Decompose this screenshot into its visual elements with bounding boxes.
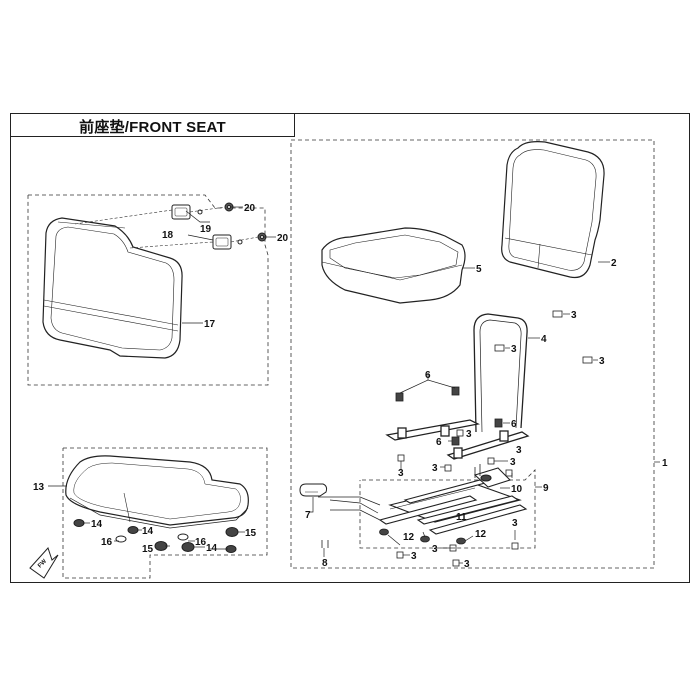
part-label-16a: 16 xyxy=(101,537,113,548)
part-label-16b: 16 xyxy=(195,537,207,548)
part-label-14b: 14 xyxy=(142,526,154,537)
part-label-3a: 3 xyxy=(571,310,577,321)
part-label-3h: 3 xyxy=(516,445,522,456)
part-label-3b: 3 xyxy=(511,344,517,355)
forward-mark: FW xyxy=(37,558,48,569)
seat-frame xyxy=(385,313,530,460)
part-label-9: 9 xyxy=(543,483,549,494)
slider-lever xyxy=(299,483,328,497)
title-box: 前座垫/FRONT SEAT xyxy=(10,113,295,137)
part-label-14a: 14 xyxy=(91,519,103,530)
part-label-6a: 6 xyxy=(425,370,431,381)
part-label-18: 18 xyxy=(162,230,174,241)
part-label-3g: 3 xyxy=(510,457,516,468)
part-label-12b: 12 xyxy=(475,529,487,540)
part-label-20b: 20 xyxy=(277,233,289,244)
backrest-assembly xyxy=(42,217,183,359)
part-label-4: 4 xyxy=(541,334,547,345)
part-label-20a: 20 xyxy=(244,203,256,214)
part-label-15a: 15 xyxy=(245,528,257,539)
leader-lines xyxy=(48,206,660,564)
seat-base xyxy=(321,227,466,304)
part-label-3j: 3 xyxy=(432,544,438,555)
part-label-15b: 15 xyxy=(142,544,154,555)
part-label-3d: 3 xyxy=(466,429,472,440)
part-label-3c: 3 xyxy=(599,356,605,367)
part-label-12a: 12 xyxy=(403,532,415,543)
part-label-14c: 14 xyxy=(206,543,218,554)
part-label-2: 2 xyxy=(611,258,617,269)
assembly-group-box xyxy=(290,139,655,569)
part-label-17: 17 xyxy=(204,319,216,330)
page-title: 前座垫/FRONT SEAT xyxy=(79,119,226,136)
part-label-19: 19 xyxy=(200,224,212,235)
part-label-3l: 3 xyxy=(512,518,518,529)
forward-arrow: FW xyxy=(29,547,59,579)
part-label-6b: 6 xyxy=(511,419,517,430)
outer-frame xyxy=(10,113,690,583)
backrest-pad xyxy=(501,141,605,279)
screws xyxy=(321,310,593,567)
cushion-feet xyxy=(73,519,239,553)
part-label-11: 11 xyxy=(456,512,467,523)
part-label-5: 5 xyxy=(476,264,482,275)
part-label-3e: 3 xyxy=(398,468,404,479)
part-label-3f: 3 xyxy=(432,463,438,474)
part-label-1: 1 xyxy=(662,458,668,469)
part-label-8: 8 xyxy=(322,558,328,569)
slider-rails xyxy=(378,467,528,535)
backrest-guide-lines xyxy=(74,206,259,249)
backrest-group-box xyxy=(27,194,269,386)
part-label-6c: 6 xyxy=(436,437,442,448)
part-label-13: 13 xyxy=(33,482,45,493)
cushion-group-box xyxy=(62,447,268,579)
seat-cushion xyxy=(65,455,249,529)
part-label-3k: 3 xyxy=(464,559,470,570)
part-label-10: 10 xyxy=(511,484,523,495)
part-label-3i: 3 xyxy=(411,551,417,562)
part-label-7: 7 xyxy=(305,510,311,521)
